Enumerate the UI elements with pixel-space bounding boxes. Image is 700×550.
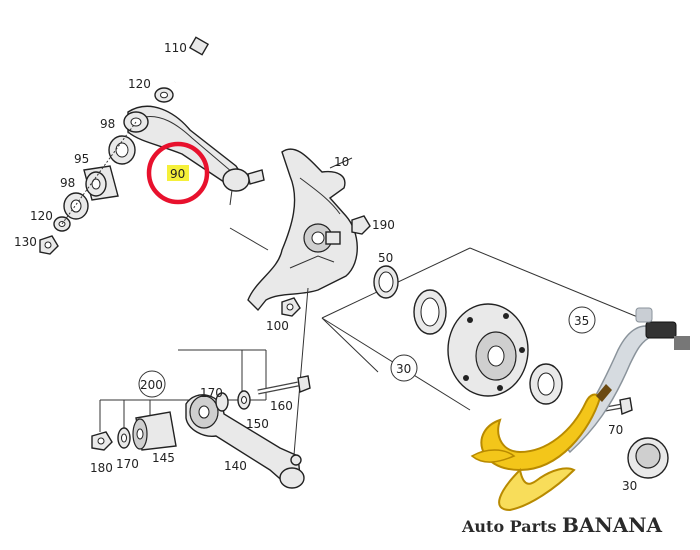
label-98-bottom: 98 bbox=[60, 176, 75, 190]
washer-150[interactable] bbox=[237, 390, 251, 410]
highlight-90: 90 bbox=[146, 141, 210, 205]
label-130: 130 bbox=[14, 235, 37, 249]
bushing-98-top[interactable] bbox=[108, 135, 136, 165]
steering-knuckle-10[interactable] bbox=[247, 148, 358, 312]
label-170-right: 170 bbox=[200, 386, 223, 400]
svg-text:Auto Parts BANANA: Auto Parts BANANA bbox=[461, 513, 663, 537]
wheel-hub[interactable] bbox=[447, 303, 529, 397]
bushing-95[interactable] bbox=[83, 165, 119, 201]
bearing-right[interactable] bbox=[529, 363, 563, 405]
label-180: 180 bbox=[90, 461, 113, 475]
callout-35: 35 bbox=[568, 306, 596, 334]
label-95: 95 bbox=[74, 152, 89, 166]
label-190: 190 bbox=[372, 218, 395, 232]
label-110: 110 bbox=[164, 41, 187, 55]
bolt-160[interactable] bbox=[257, 375, 311, 395]
nut-130[interactable] bbox=[39, 235, 59, 255]
label-145: 145 bbox=[152, 451, 175, 465]
label-200: 200 bbox=[140, 378, 163, 392]
washer-170-left[interactable] bbox=[117, 427, 131, 449]
label-35: 35 bbox=[574, 314, 589, 328]
label-160: 160 bbox=[270, 399, 293, 413]
washer-170-right[interactable] bbox=[215, 392, 229, 412]
cap-80[interactable] bbox=[627, 437, 669, 479]
bolt-110[interactable] bbox=[173, 36, 210, 83]
label-30: 30 bbox=[396, 362, 411, 376]
bearing-left[interactable] bbox=[413, 289, 447, 335]
label-98-top: 98 bbox=[100, 117, 115, 131]
nut-100[interactable] bbox=[281, 297, 301, 317]
label-120-bottom: 120 bbox=[30, 209, 53, 223]
seal-50[interactable] bbox=[373, 265, 399, 299]
label-10: 10 bbox=[334, 155, 349, 169]
label-140: 140 bbox=[224, 459, 247, 473]
bushing-145[interactable] bbox=[132, 411, 177, 451]
label-120-top: 120 bbox=[128, 77, 151, 91]
label-150: 150 bbox=[246, 417, 269, 431]
lower-arm-140[interactable] bbox=[185, 394, 305, 489]
label-90: 90 bbox=[170, 167, 185, 181]
bushing-98-bottom[interactable] bbox=[63, 192, 89, 220]
label-80: 30 bbox=[622, 479, 637, 493]
watermark-text: Auto Parts BANANA bbox=[461, 513, 663, 537]
bolt-190[interactable] bbox=[351, 215, 371, 235]
washer-120-top[interactable] bbox=[154, 87, 174, 103]
watermark-brand-strong: BANANA bbox=[562, 513, 663, 537]
nut-180[interactable] bbox=[91, 431, 113, 451]
banana-logo bbox=[470, 384, 612, 512]
callout-200: 200 bbox=[138, 370, 166, 398]
label-100: 100 bbox=[266, 319, 289, 333]
watermark-brand: Auto Parts bbox=[461, 517, 562, 536]
control-arm-90[interactable] bbox=[123, 105, 265, 206]
callout-30: 30 bbox=[390, 354, 418, 382]
label-50: 50 bbox=[378, 251, 393, 265]
label-170-left: 170 bbox=[116, 457, 139, 471]
label-70: 70 bbox=[608, 423, 623, 437]
